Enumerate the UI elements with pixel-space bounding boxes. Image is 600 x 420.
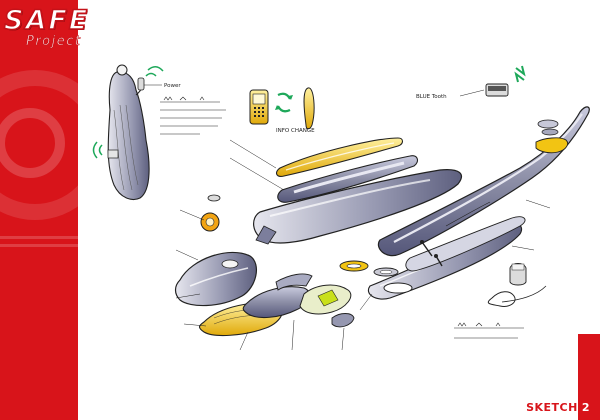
top-cover-part xyxy=(275,137,404,177)
left-red-band xyxy=(0,0,110,420)
screws-part xyxy=(420,240,443,267)
info-change-label: INFO CHANGE xyxy=(276,128,315,134)
small-ring-part xyxy=(383,282,413,294)
user-figure-sketch xyxy=(92,64,164,201)
green-clip-part xyxy=(299,284,352,315)
middle-frame-part xyxy=(277,155,419,203)
band-stripe xyxy=(0,244,78,247)
outer-shell-part xyxy=(377,106,590,257)
yellow-ring-part xyxy=(339,260,369,272)
bottom-right-red-corner xyxy=(578,334,600,420)
main-body-part xyxy=(253,169,462,245)
battery-part xyxy=(535,137,569,154)
exploded-view-sketch: Power INFO CHANGE xyxy=(92,64,590,351)
phone-icon xyxy=(249,89,269,125)
stick-device-icon xyxy=(303,87,315,130)
handwritten-note-top xyxy=(160,96,226,135)
small-disc-part xyxy=(207,194,221,202)
band-circle-inner-decoration xyxy=(0,108,65,178)
gear-ring-part xyxy=(200,212,220,232)
sketch-label: SKETCH xyxy=(526,401,578,414)
page-number: 2 xyxy=(581,401,590,414)
cable-part xyxy=(487,285,547,307)
bluetooth-label: BLUE Tooth xyxy=(416,94,447,100)
power-label: Power xyxy=(164,83,181,89)
bluetooth-module-part: BLUE Tooth xyxy=(416,83,509,100)
grey-ring-part xyxy=(373,267,399,277)
exchange-arrows-icon xyxy=(275,92,293,113)
purple-sole-part xyxy=(242,286,311,319)
logo-sub-text: Project xyxy=(26,34,82,50)
logo-main-text: SAFE xyxy=(3,5,90,37)
charger-part xyxy=(509,263,527,286)
leader-lines xyxy=(175,139,551,351)
band-stripe xyxy=(0,236,78,239)
bracket-part xyxy=(275,273,313,291)
safe-project-logo: SAFE Project xyxy=(3,5,109,56)
small-lens-part xyxy=(331,313,355,328)
head-cap-part xyxy=(174,251,258,307)
small-connector-parts xyxy=(537,119,559,136)
handwritten-note-bottom xyxy=(454,322,524,339)
power-callout: Power xyxy=(144,83,181,89)
sync-arrows-icon xyxy=(514,65,526,83)
